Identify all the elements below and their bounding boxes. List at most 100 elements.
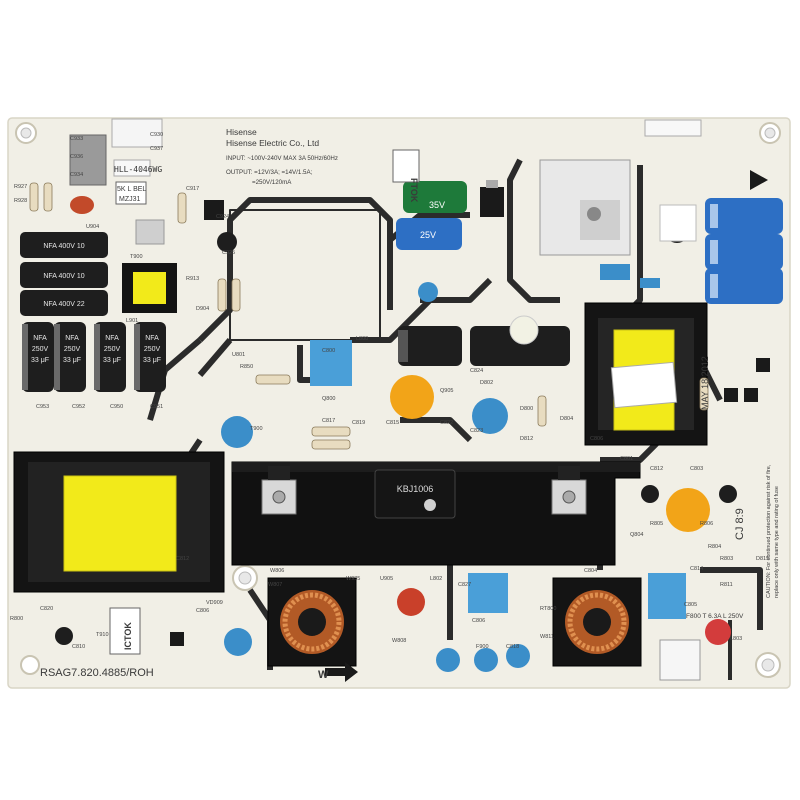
ref-designator: C950 (110, 404, 123, 410)
warning-icon (750, 170, 768, 190)
capacitor-polarity-band (22, 324, 28, 390)
ref-designator: C815 (386, 420, 399, 426)
ref-designator: C817 (322, 418, 335, 424)
ref-designator: R805 (650, 521, 663, 527)
bridge-rectifier: KBJ1006 (374, 469, 456, 519)
standby-transformer (584, 302, 708, 446)
ref-designator: T900 (130, 254, 143, 260)
ref-designator: C806 (472, 618, 485, 624)
ref-designator: U904 (86, 224, 99, 230)
ceramic-capacitors (221, 282, 731, 672)
ref-designator: R811 (720, 582, 733, 588)
bulk-capacitor (94, 322, 126, 392)
ref-designator: U905 (380, 576, 393, 582)
ref-designator: R927 (14, 184, 27, 190)
ref-designator: W811 (540, 634, 554, 640)
ref-designator: W935 (346, 576, 360, 582)
cap-35v: 35V (429, 200, 445, 210)
caution-line-1: CAUTION: For continued protection agains… (766, 464, 772, 598)
capacitor-marking: 33 μF (31, 357, 49, 364)
resistors (29, 182, 709, 450)
cap-25v: 25V (420, 230, 436, 240)
ref-designator: D812 (520, 436, 533, 442)
ref-designator: C823 (470, 428, 483, 434)
output-capacitors-blue (705, 198, 783, 304)
ref-designator: T910 (96, 632, 109, 638)
ref-designator: C800 (322, 348, 335, 354)
ref-designator: C953 (36, 404, 49, 410)
ref-designator: D815 (756, 556, 769, 562)
ref-designator: W807 (268, 582, 282, 588)
ref-designator: W808 (392, 638, 406, 644)
ref-designator: C820 (40, 606, 53, 612)
ref-designator: C934 (70, 172, 83, 178)
sticker-ictok: ICTOK (123, 622, 133, 650)
ref-designator: D800 (520, 406, 533, 412)
capacitor-polarity-band (134, 324, 140, 390)
code-label: CJ 8:9 (734, 508, 746, 540)
ref-designator: R928 (14, 198, 27, 204)
horizontal-capacitors (398, 326, 570, 366)
ref-designator: C814 (690, 566, 703, 572)
ref-designator: R913 (186, 276, 199, 282)
ref-designator: C925 (222, 250, 235, 256)
ref-designator: C952 (72, 404, 85, 410)
capacitor-polarity-band (94, 324, 100, 390)
capacitor-marking: NFA (33, 335, 47, 342)
sticker-ftok: FTOK (409, 178, 419, 203)
arrow-icon (325, 662, 358, 682)
ref-designator: L803 (730, 636, 742, 642)
capacitor-marking: NFA 400V 22 (43, 301, 84, 308)
bulk-capacitor (54, 322, 86, 392)
aluminum-heatsink (539, 159, 631, 256)
capacitor-marking: NFA (105, 335, 119, 342)
caution-line-2: replace only with same type and rating o… (774, 486, 780, 598)
ref-designator: C818 (506, 644, 519, 650)
common-mode-choke-right (552, 577, 642, 667)
ref-designator: D802 (480, 380, 493, 386)
capacitor-marking: 250V (64, 346, 81, 353)
ref-designator: R803 (720, 556, 733, 562)
bridge-label: KBJ1006 (397, 484, 434, 494)
ref-designator: C819 (352, 420, 365, 426)
mid-capacitor (20, 290, 108, 316)
mid-capacitor (20, 232, 108, 258)
capacitor-marking: 33 μF (103, 357, 121, 364)
ref-designator: C806 (196, 608, 209, 614)
ref-designator: C917 (186, 186, 199, 192)
x-capacitors (310, 340, 686, 619)
ref-designator: RT800 (540, 606, 556, 612)
date-label: MAY 18 2012 (700, 356, 710, 410)
ref-designator: C801 (620, 456, 633, 462)
power-transistors (261, 466, 587, 515)
ref-designator: C810 (72, 644, 85, 650)
sticker-mzj: MZJ31 (119, 196, 141, 203)
brand-label: Hisense (226, 127, 257, 137)
capacitor-marking: NFA 400V 10 (43, 273, 84, 280)
ref-designator: C803 (690, 466, 703, 472)
ref-designator: L800 (356, 336, 368, 342)
arrow-label: W (318, 669, 329, 681)
ref-designator: Q800 (322, 396, 335, 402)
capacitor-marking: 33 μF (63, 357, 81, 364)
ref-designator: VD909 (206, 600, 223, 606)
ref-designator: C933 (70, 136, 83, 142)
ref-designator: C806 (590, 436, 603, 442)
ref-designator: C822 (440, 420, 453, 426)
ref-designator: Q905 (440, 388, 453, 394)
ref-designator: T900 (250, 426, 263, 432)
manufacturer-label: Hisense Electric Co., Ltd (226, 138, 319, 148)
model-label: HLL-4046WG (114, 165, 162, 174)
capacitor-marking: NFA (65, 335, 79, 342)
part-number: RSAG7.820.4885/ROH (40, 667, 154, 679)
capacitor-marking: NFA 400V 10 (43, 243, 84, 250)
capacitor-marking: NFA (145, 335, 159, 342)
ref-designator: L901 (126, 318, 138, 324)
small-capacitors: 25V 35V (55, 181, 737, 645)
bulk-capacitor (22, 322, 54, 392)
ref-designator: C951 (150, 404, 163, 410)
mid-capacitor (20, 262, 108, 288)
mounting-holes (15, 122, 781, 678)
